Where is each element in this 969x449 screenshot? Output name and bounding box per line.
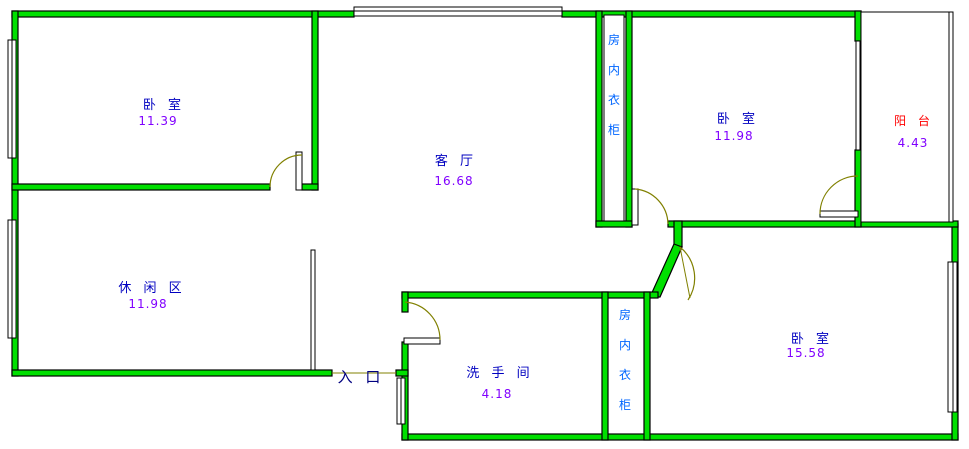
leisure-area-name: 休 闲 区 [118,281,186,296]
closet-upper-char: 内 [607,63,620,77]
wall-bottom-right [401,433,959,441]
bathroom-area: 4.18 [481,387,513,401]
bedroom-tl-name: 卧 室 [142,98,186,113]
window-left-leisure [7,219,17,339]
bedroom-tl-area: 11.39 [138,114,178,128]
bathroom-name: 洗 手 间 [466,366,534,381]
closet-lower-char: 柜 [618,398,631,412]
wall-bedroom-tl-right [311,10,319,191]
wall-bedroom-tl-right-stub [301,183,319,191]
wall-bathroom-top [401,291,659,299]
bedroom-br-area: 15.58 [786,346,826,360]
door-closet-upper[interactable] [631,188,669,226]
bedroom-br-name: 卧 室 [790,332,834,347]
wall-closet-bottom [595,220,633,228]
wall-bedroom-tl-bottom [11,183,271,191]
bedroom-tr-name: 卧 室 [716,112,760,127]
wall-top-left [11,10,355,18]
window-left-bedroom [7,39,17,159]
closet-lower-label: 房 内 衣 柜 [618,300,632,420]
wall-closet-right [625,10,633,228]
door-bedroom-tl[interactable] [269,151,303,191]
wall-closet2-right [643,291,651,441]
window-top-living [353,6,563,17]
living-room-name: 客 厅 [434,154,478,169]
closet-upper-char: 房 [607,33,620,47]
door-bedroom-tr[interactable] [819,175,859,218]
window-bathroom [396,377,406,425]
wall-closet2-left [601,291,609,441]
wall-right-balcony-top [854,10,862,42]
closet-upper-label: 房 内 衣 柜 [607,25,621,145]
closet-lower-char: 内 [618,338,631,352]
partition-leisure-right [310,249,316,371]
closet-upper-char: 衣 [607,93,620,107]
closet-inner-partition [603,14,625,222]
wall-corridor-diagonal-top [673,220,683,248]
window-balcony-outer [860,11,954,223]
living-room-area: 16.68 [434,174,474,188]
closet-lower-char: 房 [618,308,631,322]
wall-bottom-left [11,369,333,377]
wall-corridor-diagonal [649,243,683,298]
closet-lower-char: 衣 [618,368,631,382]
entrance-label: 入 口 [337,368,385,386]
bedroom-tr-area: 11.98 [714,129,754,143]
leisure-area-area: 11.98 [128,297,168,311]
window-right-bedroom [947,261,958,413]
door-bedroom-br[interactable] [679,246,696,301]
door-bathroom[interactable] [403,301,441,345]
balcony-area: 4.43 [897,136,929,150]
closet-upper-char: 柜 [607,123,620,137]
wall-entrance-stub [395,369,409,377]
wall-closet-left [595,10,603,228]
balcony-name: 阳 台 [894,114,934,128]
